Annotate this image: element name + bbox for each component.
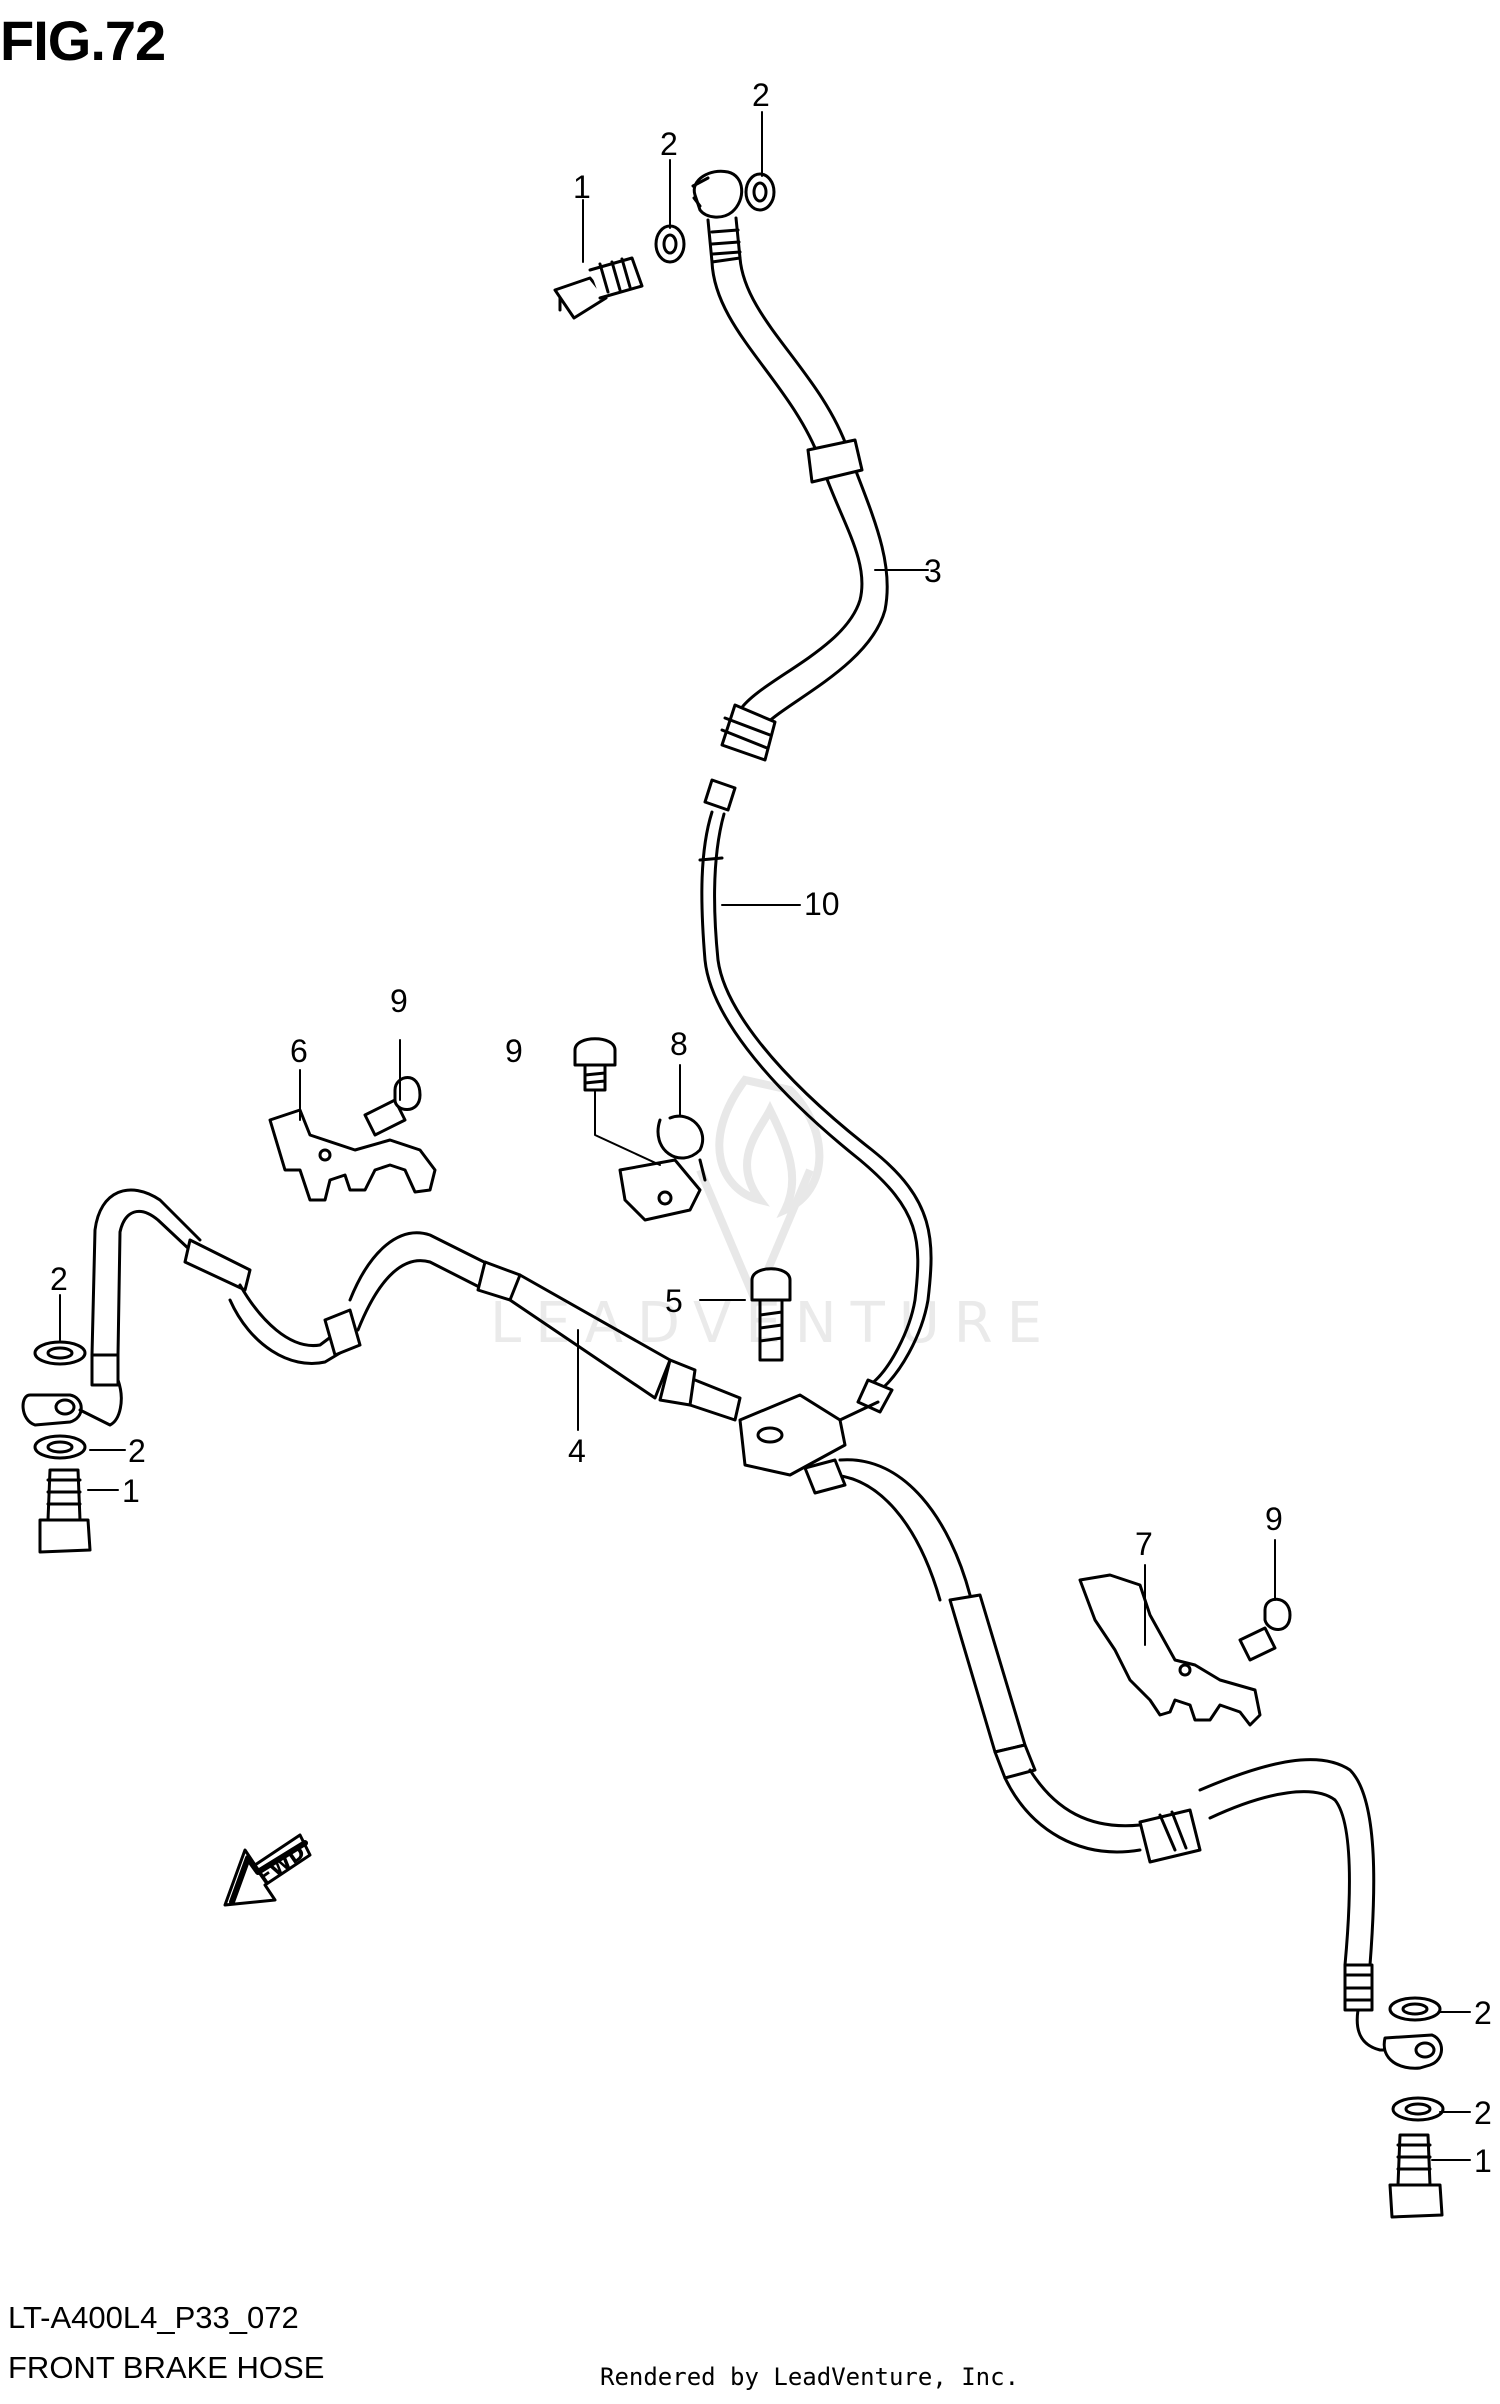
callouts: 1 2 2 3 10 9 6 9 8 5 2 2 1 4 7 9 2 2 1	[50, 77, 1492, 2179]
callout-7: 7	[1135, 1526, 1153, 1562]
brake-pipe-10	[698, 778, 933, 1414]
banjo-bolt-top	[553, 256, 644, 320]
banjo-bolt-right	[1388, 2133, 1444, 2219]
brake-hose-right	[803, 1458, 1376, 2012]
section-name-label: FRONT BRAKE HOSE	[8, 2350, 325, 2385]
brake-hose-4	[90, 1188, 742, 1422]
callout-9-a: 9	[390, 983, 408, 1019]
callout-2-top-a: 2	[660, 126, 678, 162]
callout-1-top: 1	[573, 169, 591, 205]
brake-joint-tee	[738, 1393, 880, 1477]
callout-2-top-b: 2	[752, 77, 770, 113]
callout-2-left-a: 2	[50, 1261, 68, 1297]
washer-top-b	[744, 172, 776, 212]
fwd-arrow-icon	[223, 1833, 312, 1907]
callout-10: 10	[804, 886, 840, 922]
callout-8: 8	[670, 1026, 688, 1062]
callout-6: 6	[290, 1033, 308, 1069]
callout-1-right: 1	[1474, 2143, 1492, 2179]
callout-9-c: 9	[1265, 1501, 1283, 1537]
callout-2-left-b: 2	[128, 1433, 146, 1469]
banjo-fitting-left	[21, 1378, 123, 1427]
bolt-5	[750, 1267, 792, 1362]
callout-9-b: 9	[505, 1033, 523, 1069]
clamp-8	[618, 1114, 707, 1222]
model-code-label: LT-A400L4_P33_072	[8, 2300, 299, 2335]
render-credit: Rendered by LeadVenture, Inc.	[600, 2363, 1020, 2391]
bracket-6	[268, 1108, 437, 1202]
washer-left-b	[33, 1434, 87, 1460]
leader-lines	[59, 111, 1471, 2161]
washer-right-a	[1388, 1996, 1442, 2022]
washer-right-b	[1391, 2096, 1445, 2122]
figure-title: FIG.72	[0, 9, 166, 72]
callout-4: 4	[568, 1433, 586, 1469]
banjo-bolt-left	[38, 1468, 92, 1554]
bolt-9b	[573, 1037, 617, 1092]
callout-1-left: 1	[122, 1473, 140, 1509]
callout-5: 5	[665, 1283, 683, 1319]
bolt-9a	[363, 1076, 422, 1137]
callout-2-right-a: 2	[1474, 1995, 1492, 2031]
bolt-9c	[1238, 1597, 1292, 1662]
watermark-flame-icon	[696, 1075, 824, 1311]
watermark-text: LEADVENTURE	[490, 1291, 1056, 1356]
washer-top-a	[654, 224, 686, 264]
banjo-fitting-right	[1355, 2008, 1443, 2070]
brake-hose-3	[691, 169, 889, 762]
bracket-7	[1078, 1573, 1262, 1727]
washer-left-a	[33, 1340, 87, 1366]
callout-3: 3	[924, 553, 942, 589]
callout-2-right-b: 2	[1474, 2095, 1492, 2131]
